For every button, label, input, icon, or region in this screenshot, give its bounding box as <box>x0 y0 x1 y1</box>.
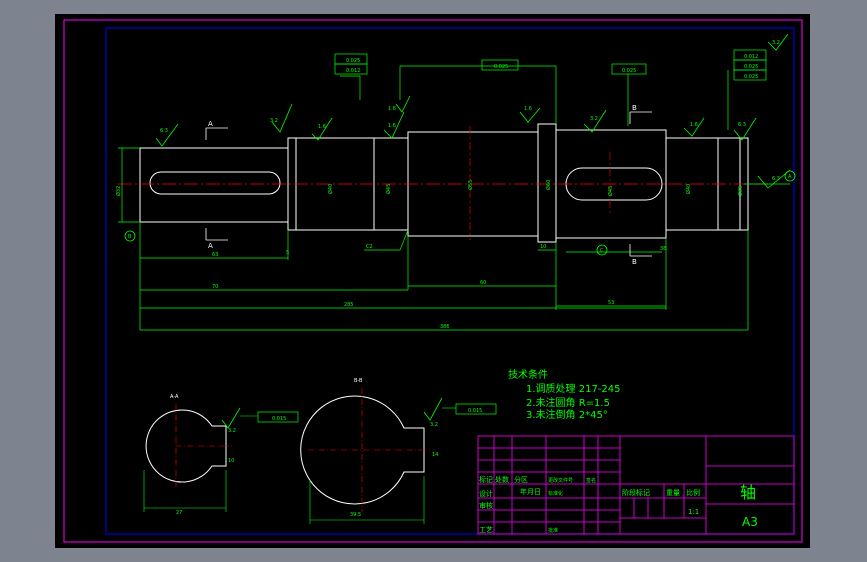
roughness-value-12: 3.2 <box>228 428 236 434</box>
roughness-value-1: 6.3 <box>160 128 168 134</box>
keyway-left <box>149 171 281 195</box>
roughness-value-5: 1.6 <box>388 123 396 129</box>
dimension-lines <box>118 65 790 331</box>
roughness-value-6: 1.6 <box>690 122 698 128</box>
diameter-label-4: Ø55 <box>467 180 474 190</box>
section-b-width: 14 <box>432 452 438 458</box>
length-label-8: 53 <box>608 300 614 306</box>
tb-sign: 签名 <box>586 477 596 484</box>
section-a-title: A-A <box>170 394 179 400</box>
roughness-value-10: 3.2 <box>772 40 780 46</box>
tolerance-value-4: 0.025 <box>622 68 636 74</box>
notes-line-1: 1.调质处理 217-245 <box>526 383 621 395</box>
tb-scale-label: 比例 <box>686 488 700 497</box>
diameter-label-1: Ø32 <box>115 186 122 196</box>
tb-zone: 分区 <box>514 475 528 484</box>
diameter-label-2: Ø40 <box>327 184 334 194</box>
paper-area <box>55 14 810 548</box>
outer-frame <box>63 19 803 543</box>
length-label-4: 285 <box>344 302 354 308</box>
roughness-value-9: 6.3 <box>738 122 746 128</box>
section-letter-a-bottom: A <box>208 242 213 250</box>
tb-process: 工艺 <box>479 526 493 534</box>
roughness-value-11: 6.3 <box>772 176 780 182</box>
length-label-2: 63 <box>212 252 218 258</box>
section-a-view: A-A 10 27 <box>143 394 258 516</box>
diameter-label-7: Ø40 <box>685 184 692 194</box>
section-b-title: B-B <box>354 378 363 384</box>
length-label-3: 70 <box>212 284 218 290</box>
tb-scale-value: 1:1 <box>688 508 699 516</box>
roughness-value-8: 3.2 <box>590 116 598 122</box>
tb-approve: 批准 <box>548 527 558 534</box>
section-letter-a-top: A <box>208 120 213 128</box>
tb-date: 年月日 <box>520 487 541 496</box>
tolerance-value-6: 0.025 <box>744 64 758 70</box>
tb-part-name: 轴 <box>740 483 756 502</box>
tb-weight: 重量 <box>666 489 680 497</box>
section-b-view: B-B 14 39.5 <box>300 378 456 524</box>
roughness-value-7: 1.6 <box>524 106 532 112</box>
tb-review: 审核 <box>479 501 493 510</box>
datum-letter-c: C <box>600 248 604 254</box>
tb-count: 处数 <box>495 475 509 484</box>
tolerance-frame-group <box>257 49 767 423</box>
section-a-width: 10 <box>228 458 234 464</box>
section-letter-b-top: B <box>632 104 637 112</box>
tb-mark: 标记 <box>479 475 493 484</box>
tolerance-value-7: 0.025 <box>744 74 758 80</box>
section-b-outline <box>300 395 425 505</box>
tb-standard: 标准化 <box>548 490 563 497</box>
roughness-value-4: 1.6 <box>388 106 396 112</box>
notes-line-2: 2.未注圆角 R=1.5 <box>526 396 610 409</box>
title-block <box>477 435 795 535</box>
section-letter-b-bottom: B <box>632 258 637 266</box>
tolerance-value-sec-a: 0.015 <box>272 416 286 422</box>
section-markers <box>205 111 652 257</box>
notes-line-3: 3.未注倒角 2*45° <box>526 408 608 421</box>
length-label-5: 60 <box>480 280 486 286</box>
datum-circles <box>124 170 796 256</box>
roughness-value-2: 3.2 <box>270 118 278 124</box>
length-label-total: 386 <box>440 324 450 330</box>
tb-design: 设计 <box>479 489 493 498</box>
tolerance-value-1: 0.025 <box>346 58 360 64</box>
length-label-6: 10 <box>540 244 546 250</box>
section-a-depth: 27 <box>176 510 182 516</box>
tolerance-value-5: 0.012 <box>744 54 758 60</box>
datum-letter-b: B <box>128 234 132 240</box>
roughness-value-13: 3.2 <box>430 422 438 428</box>
diameter-label-5: Ø60 <box>545 180 552 190</box>
length-label-1: 5 <box>286 250 289 256</box>
tolerance-value-sec-b: 0.015 <box>468 408 482 414</box>
section-a-outline <box>145 409 227 483</box>
length-label-7: 38 <box>660 246 666 252</box>
datum-letter-a: A <box>788 174 792 180</box>
tb-sheet-size: A3 <box>742 515 758 529</box>
technical-notes: 技术条件 1.调质处理 217-245 2.未注圆角 R=1.5 3.未注倒角 … <box>508 368 621 421</box>
notes-title: 技术条件 <box>508 368 548 381</box>
diameter-label-8: Ø35 <box>737 186 744 196</box>
diameter-label-3: Ø45 <box>385 184 392 194</box>
roughness-value-3: 1.6 <box>318 124 326 130</box>
chamfer-label: C2 <box>366 244 373 250</box>
section-b-depth: 39.5 <box>350 512 361 518</box>
tolerance-value-3: 0.025 <box>494 64 508 70</box>
roughness-symbols <box>155 33 791 189</box>
diameter-label-6: Ø45 <box>607 186 614 196</box>
tb-stage-mark: 阶段标记 <box>622 488 650 497</box>
tb-doc-no: 更改文件号 <box>548 477 573 484</box>
tolerance-value-2: 0.012 <box>346 68 360 74</box>
inner-border <box>105 27 795 535</box>
